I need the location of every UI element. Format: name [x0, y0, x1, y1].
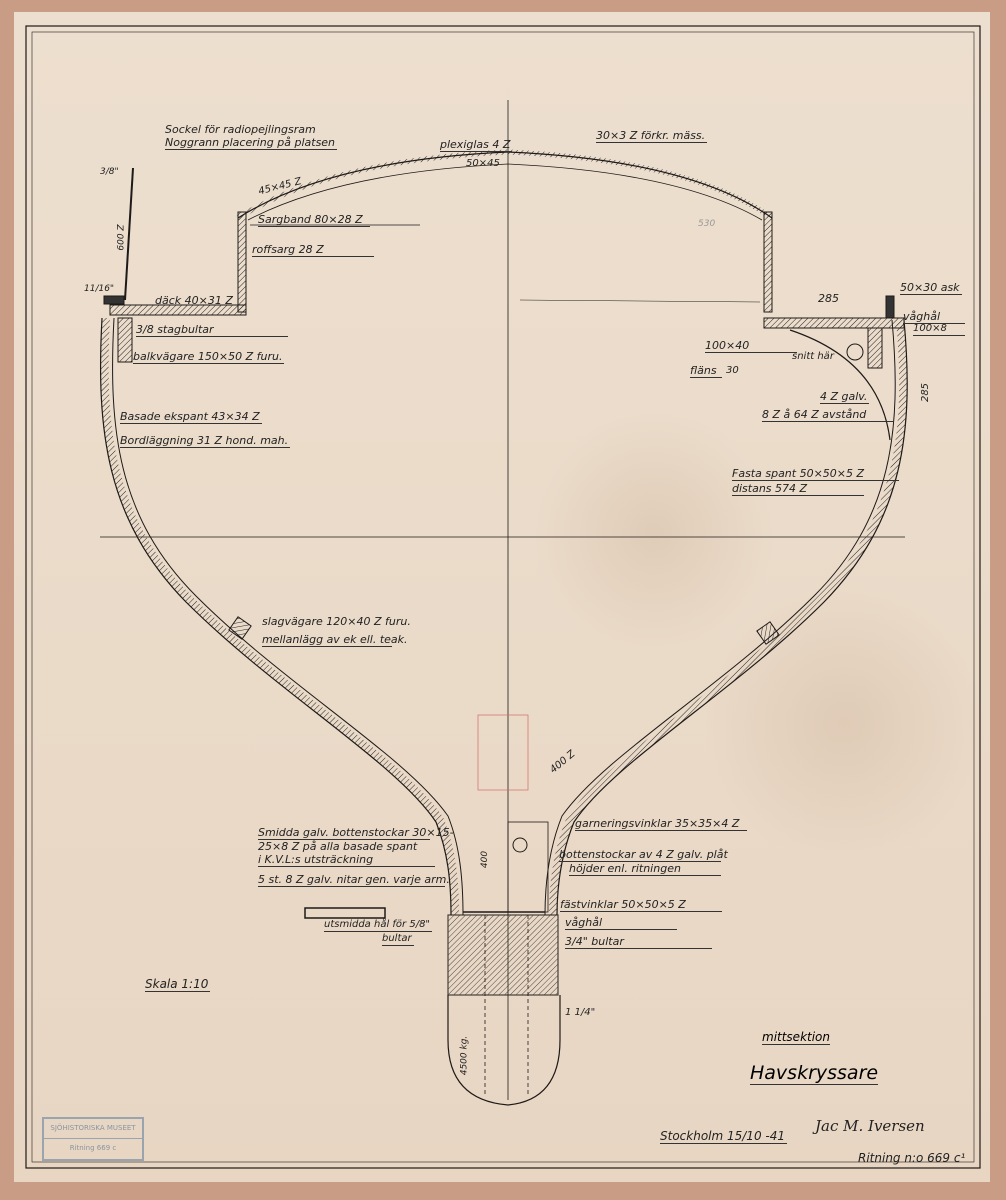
drawing-number: Ritning n:o 669 c¹ [858, 1151, 966, 1165]
label-distans: distans 574 Z [732, 482, 864, 496]
label-slagvagare: slagvägare 120×40 Z furu. [262, 615, 411, 628]
drawing-subtitle: mittsektion [762, 1030, 831, 1045]
label-vaghal-bottom: våghål [565, 916, 677, 930]
label-fork-mass: 30×3 Z förkr. mäss. [596, 129, 708, 143]
drawing-title: Havskryssare [750, 1062, 879, 1085]
bottom-floor [507, 821, 549, 913]
label-sockel-1: Sockel för radiopejlingsram [165, 123, 316, 136]
label-stagbultar: 3/8 stagbultar [136, 323, 288, 337]
label-flans-30: 30 [726, 365, 739, 376]
label-utsmidda-2: bultar [382, 933, 414, 946]
label-100x8: 100×8 [913, 322, 965, 336]
label-garneringsvinklar: garneringsvinklar 35×35×4 Z [575, 817, 747, 831]
label-rivets: 8 Z å 64 Z avstånd [762, 408, 894, 422]
ballast-keel [447, 995, 561, 1106]
label-bottenstockar-1: bottenstockar av 4 Z galv. plåt [559, 848, 728, 862]
label-flans: fläns [690, 364, 722, 378]
label-fastvinklar: fästvinklar 50×50×5 Z [560, 898, 722, 912]
deck-right [763, 317, 905, 329]
label-roffsarg: roffsarg 28 Z [252, 243, 374, 257]
label-sockel-2: Noggrann placering på platsen [165, 136, 338, 150]
label-bultar-34: 3/4" bultar [565, 935, 712, 949]
label-nitar: 5 st. 8 Z galv. nitar gen. varje arm. [258, 873, 450, 887]
place-date: Stockholm 15/10 -41 [660, 1129, 787, 1144]
label-sargband: Sargband 80×28 Z [258, 213, 370, 227]
deck-left [109, 304, 247, 316]
label-balkvagare: balkvägare 150×50 Z furu. [133, 350, 285, 364]
label-utsmidda-1: utsmidda hål för 5/8" [324, 919, 433, 932]
stamp-line-2: Ritning 669 c [69, 1144, 117, 1152]
label-smidda-3: i K.V.L:s utsträckning [258, 853, 435, 867]
label-smidda-1: Smidda galv. bottenstockar 30×15- [258, 826, 454, 840]
label-basade-ekspant: Basade ekspant 43×34 Z [120, 410, 262, 424]
label-stanchion-height: 600 Z [116, 224, 127, 251]
hull-right [549, 319, 908, 916]
label-bordlaggning: Bordläggning 31 Z hond. mah. [120, 434, 291, 448]
label-stanchion-base: 11/16" [84, 284, 115, 294]
label-100x40: 100×40 [705, 339, 797, 353]
label-mellanlagg: mellanlägg av ek ell. teak. [262, 633, 408, 647]
label-dim-400-left: 400 [480, 850, 491, 869]
cabin-wall-left [237, 211, 247, 313]
signature: Jac M. Iversen [815, 1117, 925, 1135]
frame-border [25, 25, 981, 1169]
label-vaghal-top: våghål [903, 310, 965, 324]
cabin-wall-right [763, 211, 773, 313]
label-plexiglas: plexiglas 4 Z [440, 138, 513, 152]
label-keel-weight: 4500 kg. [459, 1035, 470, 1076]
label-ask: 50×30 ask [900, 281, 962, 295]
keel-timber [447, 914, 559, 996]
cabin-roof [236, 149, 774, 221]
label-bolt-114: 1 1/4" [565, 1007, 596, 1018]
museum-stamp: SJÖHISTORISKA MUSEET Ritning 669 c [42, 1117, 144, 1161]
label-roof-beam: 50×45 [466, 158, 500, 169]
label-4z-galv: 4 Z galv. [820, 390, 870, 404]
stanchion [124, 167, 134, 301]
label-snitt-har: snitt här [792, 351, 834, 362]
label-fasta-spant: Fasta spant 50×50×5 Z [732, 467, 899, 481]
label-dim-285-side: 285 [920, 382, 932, 403]
label-stanchion-top: 3/8" [100, 167, 119, 177]
label-dack: däck 40×31 Z [155, 294, 233, 307]
label-smidda-2: 25×8 Z på alla basade spant [258, 840, 418, 853]
hull-left [100, 317, 459, 916]
label-dim-285-top: 285 [818, 292, 839, 305]
stamp-line-1: SJÖHISTORISKA MUSEET [44, 1119, 142, 1139]
scale-label: Skala 1:10 [145, 977, 211, 992]
label-pencil-530: 530 [698, 219, 716, 229]
label-bottenstockar-2: höjder enl. ritningen [569, 862, 721, 876]
